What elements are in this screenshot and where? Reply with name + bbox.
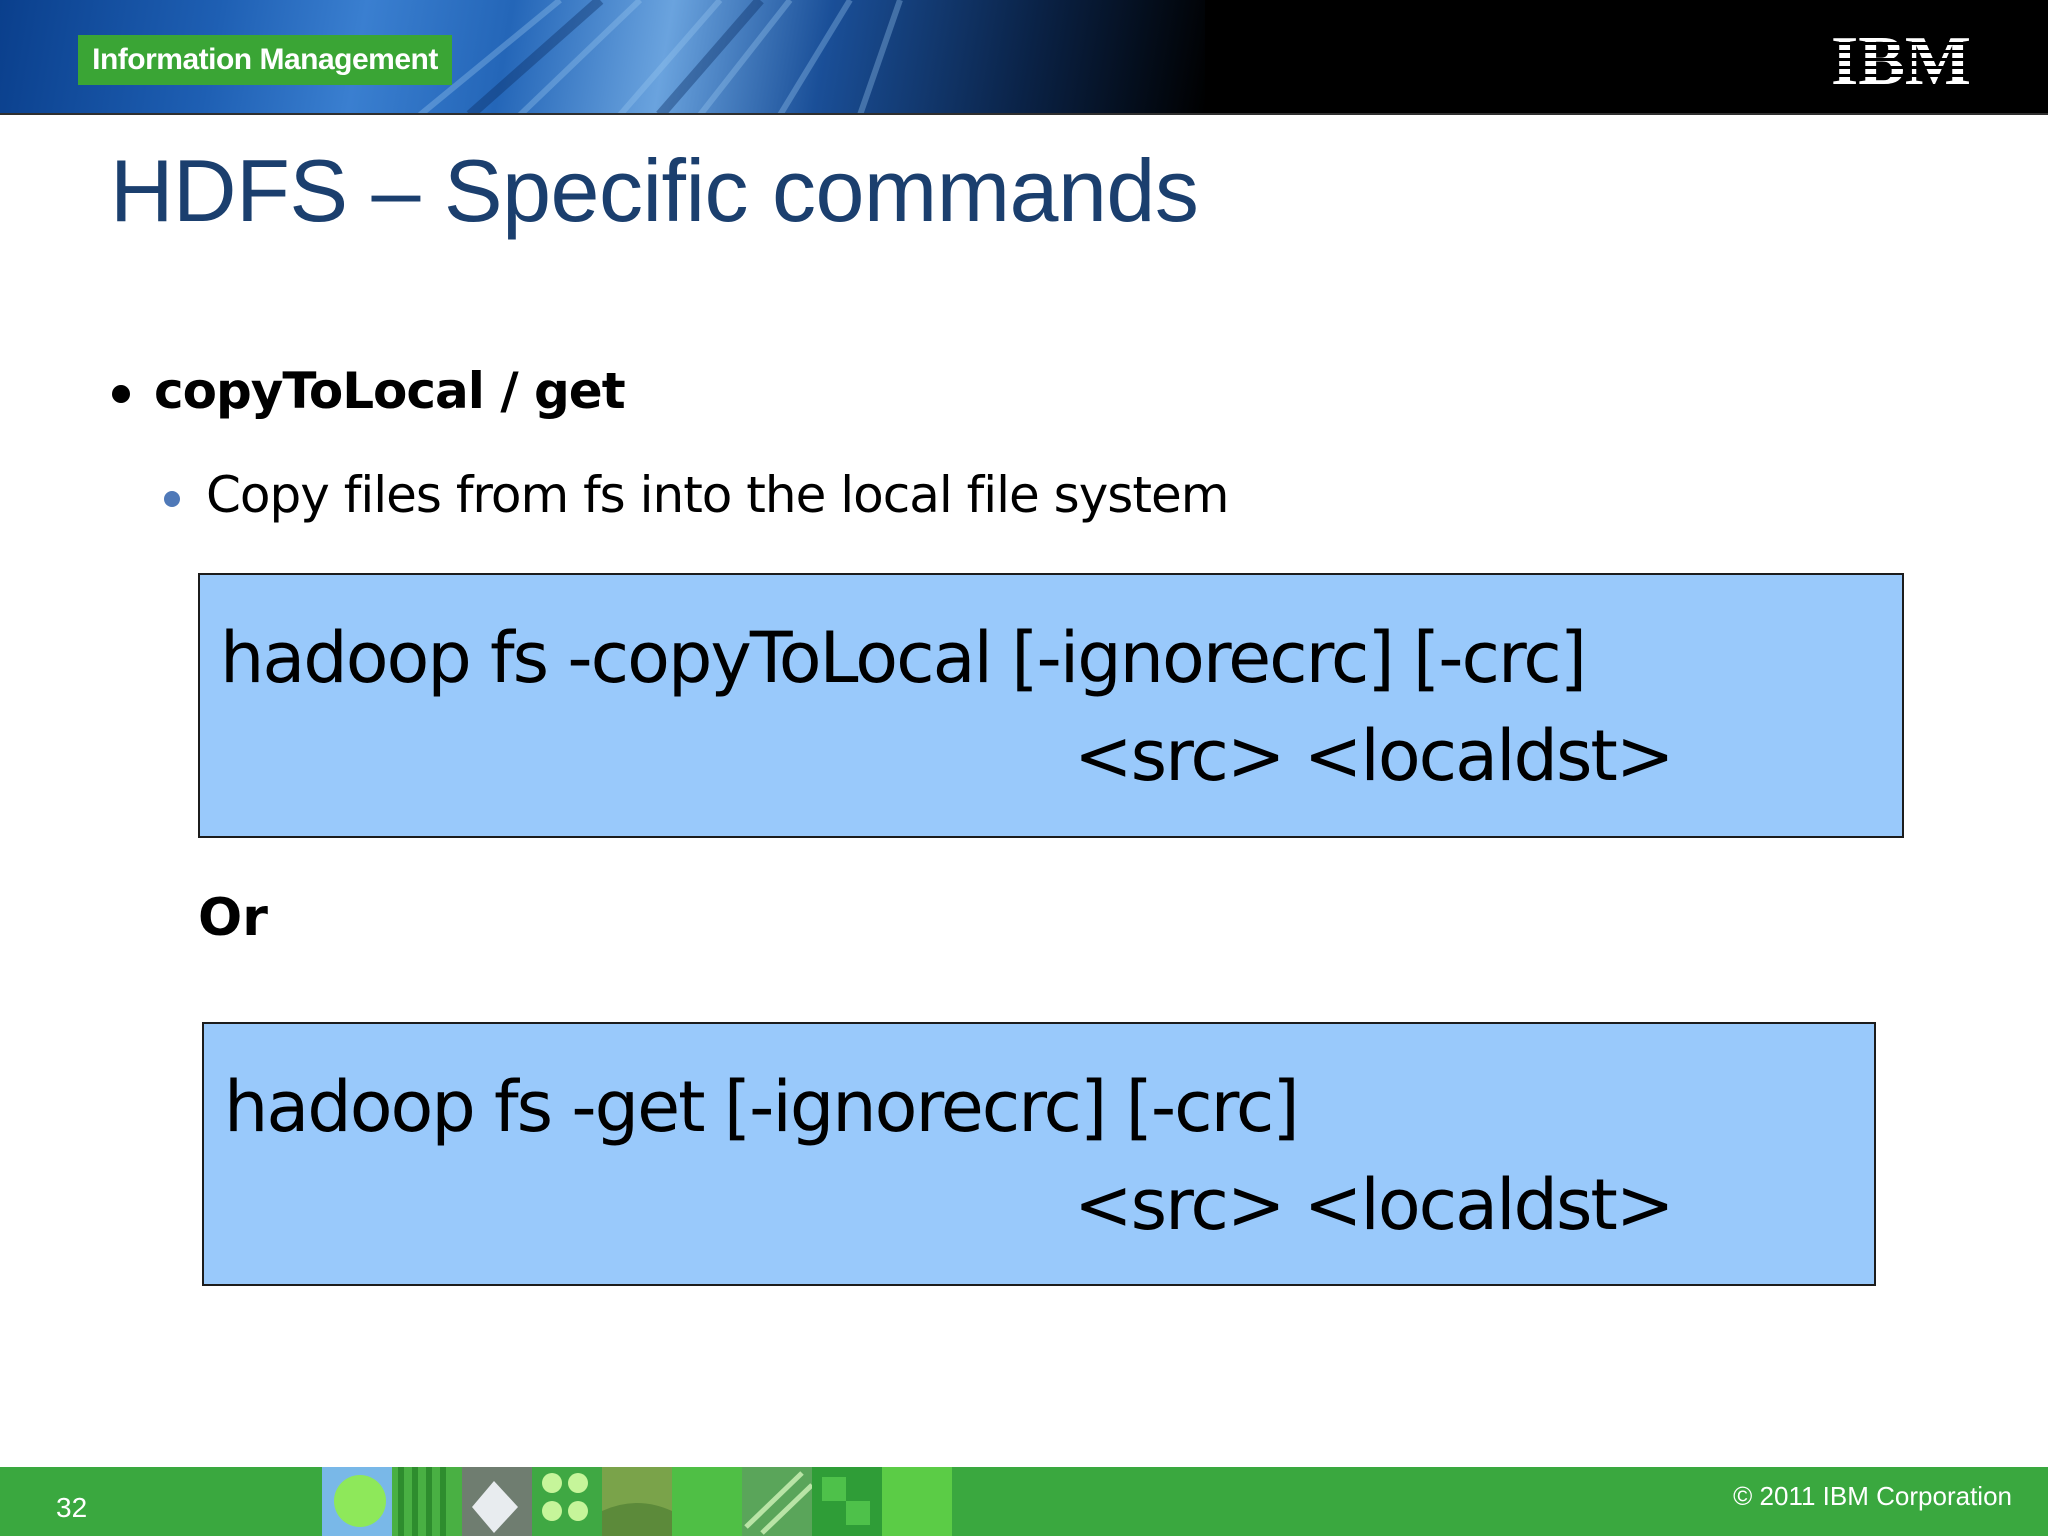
footer-bar [0,1467,2048,1536]
command-line: hadoop fs -get [-ignorecrc] [-crc] [224,1066,1300,1148]
command-line: hadoop fs -copyToLocal [-ignorecrc] [-cr… [220,617,1587,699]
page-title: HDFS – Specific commands [110,141,1199,240]
banner-rays-graphic [418,0,903,115]
sub-bullet-dot [164,491,180,507]
command-box-get: hadoop fs -get [-ignorecrc] [-crc] <src>… [202,1022,1876,1286]
copyright-notice: © 2011 IBM Corporation [1733,1481,2012,1511]
page-number: 32 [56,1492,88,1523]
command-arguments: <src> <localdst> [1074,715,1675,797]
sub-bullet-description: Copy files from fs into the local file s… [206,466,1229,524]
bullet-copytolocal-get: copyToLocal / get [154,362,626,420]
command-arguments: <src> <localdst> [1074,1164,1675,1246]
or-label: Or [198,888,268,948]
bullet-dot [112,385,130,403]
command-box-copytolocal: hadoop fs -copyToLocal [-ignorecrc] [-cr… [198,573,1904,838]
banner-divider [0,113,2048,115]
footer-image-strip [322,1467,1082,1536]
information-management-badge: Information Management [78,35,452,85]
ibm-logo: IBM [1820,26,1982,90]
header-banner: Information Management IBM [0,0,2048,115]
